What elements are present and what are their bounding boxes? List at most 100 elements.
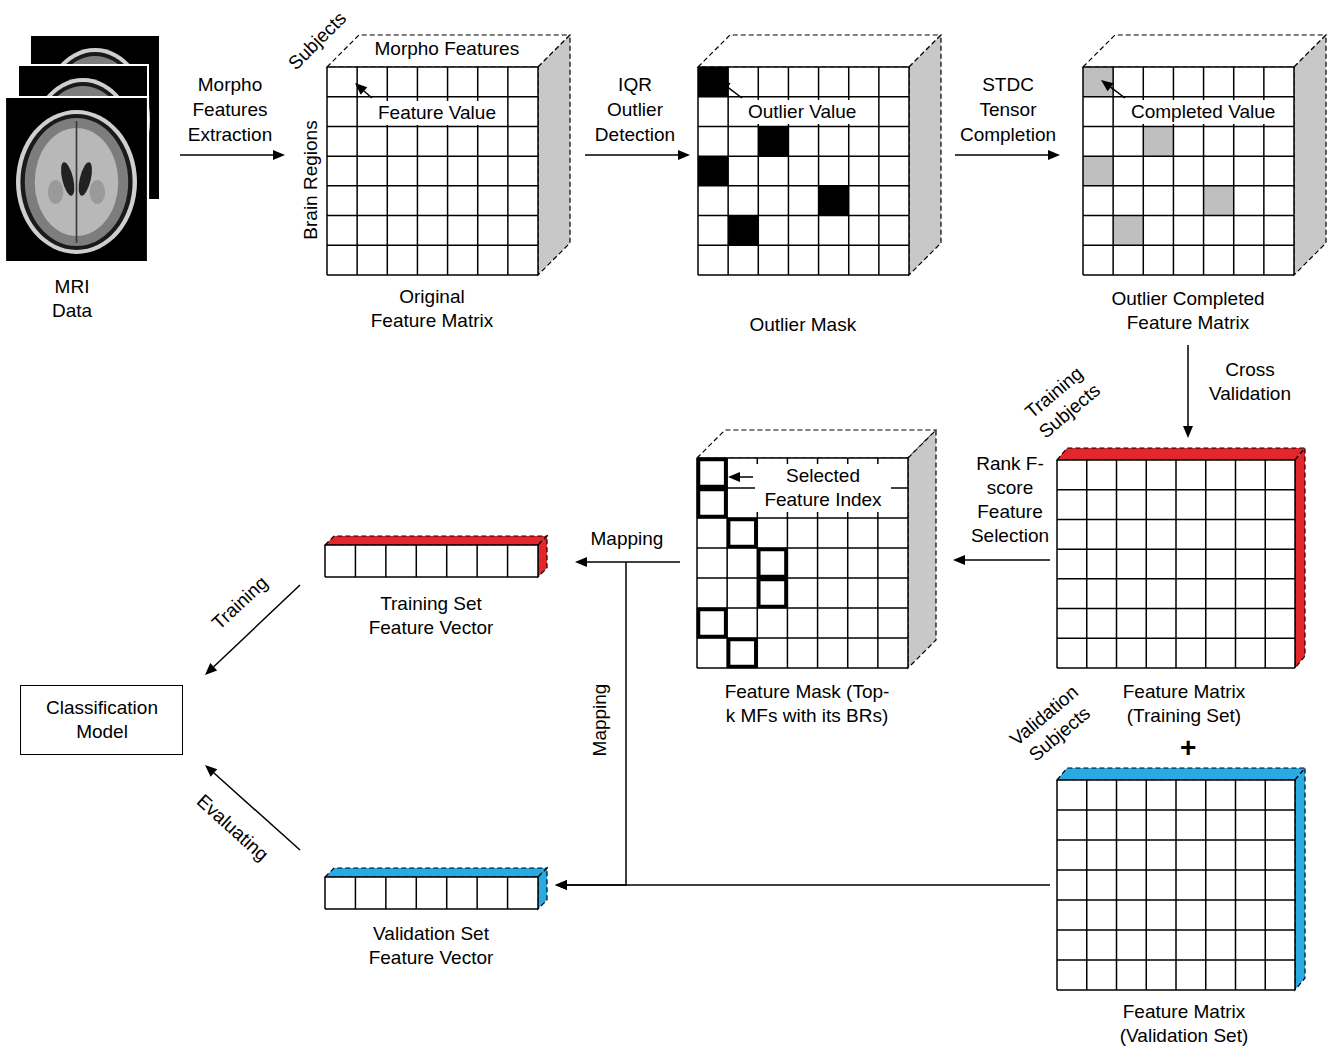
matrix-cell bbox=[1083, 156, 1113, 186]
callout-arrow-line bbox=[1111, 87, 1125, 98]
arrow-head bbox=[678, 150, 690, 160]
grid-line bbox=[1057, 548, 1295, 550]
vector-caption: Validation Set Feature Vector bbox=[361, 922, 501, 970]
matrix-cell bbox=[1143, 126, 1173, 156]
grid-line bbox=[1235, 460, 1237, 668]
grid-line bbox=[327, 185, 538, 187]
edge-label: Evaluating bbox=[191, 789, 273, 866]
grid-line bbox=[417, 67, 419, 275]
grid-line bbox=[1083, 126, 1294, 128]
feature-mask-matrix: Selected Feature IndexFeature Mask (Top-… bbox=[697, 458, 908, 668]
grid-line bbox=[1057, 638, 1295, 640]
grid-line bbox=[1057, 809, 1295, 811]
grid-line bbox=[477, 67, 479, 275]
depth-face bbox=[1057, 768, 1305, 780]
grid-line bbox=[327, 274, 538, 276]
grid-line bbox=[387, 67, 389, 275]
depth-face bbox=[908, 430, 936, 668]
matrix-caption: Feature Mask (Top-k MFs with its BRs) bbox=[687, 680, 927, 728]
depth-face bbox=[1083, 35, 1326, 67]
grid-line bbox=[327, 126, 538, 128]
grid-line bbox=[537, 877, 539, 909]
arrow-head bbox=[575, 557, 587, 567]
grid-line bbox=[1146, 460, 1148, 668]
grid-line bbox=[1057, 839, 1295, 841]
grid-line bbox=[326, 67, 328, 275]
depth-face bbox=[909, 35, 941, 275]
matrix-cell bbox=[758, 126, 788, 156]
grid-line bbox=[327, 66, 538, 68]
grid-line bbox=[507, 67, 509, 275]
grid-line bbox=[1057, 519, 1295, 521]
callout-arrow-head bbox=[718, 80, 731, 91]
matrix-face bbox=[698, 67, 909, 275]
grid-line bbox=[446, 877, 448, 909]
grid-line bbox=[1265, 460, 1267, 668]
grid-line bbox=[1057, 989, 1295, 991]
depth-face bbox=[325, 536, 547, 545]
matrix-face bbox=[1057, 780, 1295, 990]
grid-line bbox=[385, 877, 387, 909]
completed-matrix: Completed ValueOutlier Completed Feature… bbox=[1083, 67, 1294, 275]
vector-caption: Training Set Feature Vector bbox=[361, 592, 501, 640]
feature-vector: Training Set Feature Vector bbox=[325, 545, 538, 577]
flow-arrow bbox=[575, 557, 680, 567]
arrow-head bbox=[555, 880, 567, 890]
matrix-cell bbox=[1113, 216, 1143, 246]
matrix-caption: Feature Matrix (Training Set) bbox=[1109, 680, 1259, 728]
grid-line bbox=[697, 457, 908, 459]
depth-face bbox=[538, 868, 547, 909]
edge-label: IQR Outlier Detection bbox=[588, 72, 683, 147]
grid-line bbox=[848, 67, 850, 275]
flow-arrow bbox=[555, 562, 626, 890]
grid-line bbox=[1175, 460, 1177, 668]
grid-line bbox=[1057, 459, 1295, 461]
matrix-face bbox=[1083, 67, 1294, 275]
callout-label: Selected Feature Index bbox=[755, 464, 891, 512]
grid-line bbox=[325, 544, 538, 546]
image-caption: MRI Data bbox=[42, 275, 102, 323]
grid-line bbox=[325, 876, 538, 878]
flow-arrow bbox=[555, 880, 1050, 890]
grid-line bbox=[537, 67, 539, 275]
callout-arrow-head bbox=[1101, 80, 1114, 91]
mri-illustration bbox=[5, 35, 165, 265]
process-box: Classification Model bbox=[20, 685, 183, 755]
grid-line bbox=[325, 908, 538, 910]
selected-cell bbox=[759, 550, 786, 577]
axis-label: Morpho Features bbox=[372, 37, 523, 61]
depth-face bbox=[327, 35, 570, 67]
grid-line bbox=[385, 545, 387, 577]
grid-line bbox=[1057, 667, 1295, 669]
selected-cell bbox=[729, 520, 756, 547]
grid-line bbox=[356, 67, 358, 275]
matrix-grid bbox=[325, 545, 538, 577]
selected-cell bbox=[699, 490, 726, 517]
grid-line bbox=[697, 577, 908, 579]
edge-label: Cross Validation bbox=[1200, 358, 1300, 406]
grid-line bbox=[1205, 780, 1207, 990]
grid-line bbox=[1056, 460, 1058, 668]
box-label: Classification Model bbox=[32, 696, 172, 744]
arrow-head bbox=[273, 150, 285, 160]
grid-line bbox=[1057, 899, 1295, 901]
matrix-face bbox=[325, 545, 538, 577]
grid-line bbox=[1057, 608, 1295, 610]
matrix-grid bbox=[1057, 460, 1295, 668]
training-matrix: Training SubjectsFeature Matrix (Trainin… bbox=[1057, 460, 1295, 668]
grid-line bbox=[327, 155, 538, 157]
matrix-grid bbox=[698, 67, 909, 275]
grid-line bbox=[1083, 185, 1294, 187]
grid-line bbox=[1057, 959, 1295, 961]
grid-line bbox=[1175, 780, 1177, 990]
grid-line bbox=[698, 274, 909, 276]
matrix-face bbox=[1057, 460, 1295, 668]
mri-image-stack: MRI Data bbox=[5, 35, 160, 262]
arrow-head bbox=[1183, 426, 1193, 438]
edge-label: Morpho Features Extraction bbox=[180, 72, 280, 147]
grid-line bbox=[698, 66, 909, 68]
matrix-face bbox=[327, 67, 538, 275]
edge-label: STDC Tensor Completion bbox=[956, 72, 1061, 147]
callout-arrow-line bbox=[728, 87, 742, 98]
depth-face bbox=[325, 868, 547, 877]
